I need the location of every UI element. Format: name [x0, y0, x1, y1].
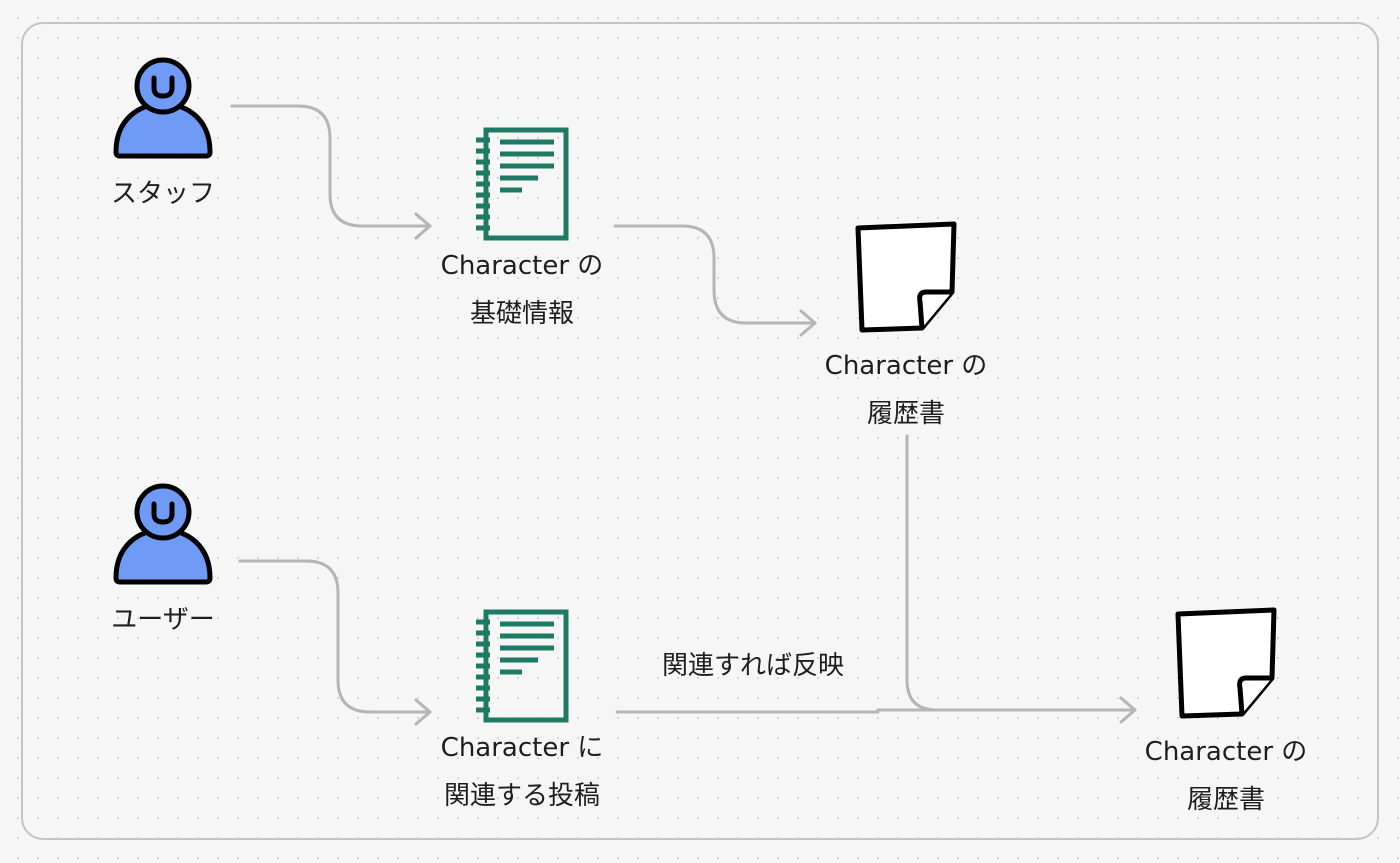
user-label: ユーザー — [111, 605, 215, 635]
document-icon — [1175, 607, 1277, 719]
related-posts-line1: Character に — [440, 733, 604, 763]
basic-info-line1: Character の — [440, 251, 604, 281]
arrow-staff-to-basic-info — [230, 104, 432, 228]
history-bottom-label: Character の 履歴書 — [1145, 728, 1308, 824]
basic-info-line2: 基礎情報 — [469, 299, 574, 329]
staff-label: スタッフ — [110, 179, 215, 209]
user-node: ユーザー — [90, 482, 236, 644]
notebook-icon — [476, 127, 569, 241]
basic-info-node: Character の 基礎情報 — [424, 126, 620, 338]
related-posts-label: Character に 関連する投稿 — [441, 724, 604, 820]
arrowhead-to-history-bottom — [1119, 696, 1137, 724]
history-top-label: Character の 履歴書 — [825, 342, 988, 438]
document-icon — [855, 221, 957, 333]
arrow-user-to-related-posts — [238, 559, 432, 714]
related-posts-line2: 関連する投稿 — [443, 781, 600, 811]
history-top-line1: Character の — [824, 351, 988, 381]
arrow-basic-info-to-history — [613, 224, 817, 325]
notebook-icon — [476, 609, 569, 723]
staff-node: スタッフ — [90, 56, 236, 218]
history-top-node: Character の 履歴書 — [808, 220, 1004, 438]
history-bottom-line2: 履歴書 — [1186, 785, 1265, 815]
arrowhead-staff-to-basic-info — [414, 212, 432, 240]
arrow-history-to-history — [905, 434, 1137, 712]
history-bottom-node: Character の 履歴書 — [1128, 606, 1324, 824]
reflect-edge-label: 関連すれば反映 — [662, 651, 845, 681]
history-top-line2: 履歴書 — [866, 399, 945, 429]
basic-info-label: Character の 基礎情報 — [441, 242, 604, 338]
person-icon — [113, 57, 213, 159]
arrowhead-user-to-related-posts — [414, 698, 432, 726]
person-icon — [113, 483, 213, 585]
related-posts-node: Character に 関連する投稿 — [424, 608, 620, 820]
diagram-frame — [21, 22, 1379, 840]
arrowhead-basic-info-to-history — [799, 309, 817, 337]
history-bottom-line1: Character の — [1144, 737, 1308, 767]
